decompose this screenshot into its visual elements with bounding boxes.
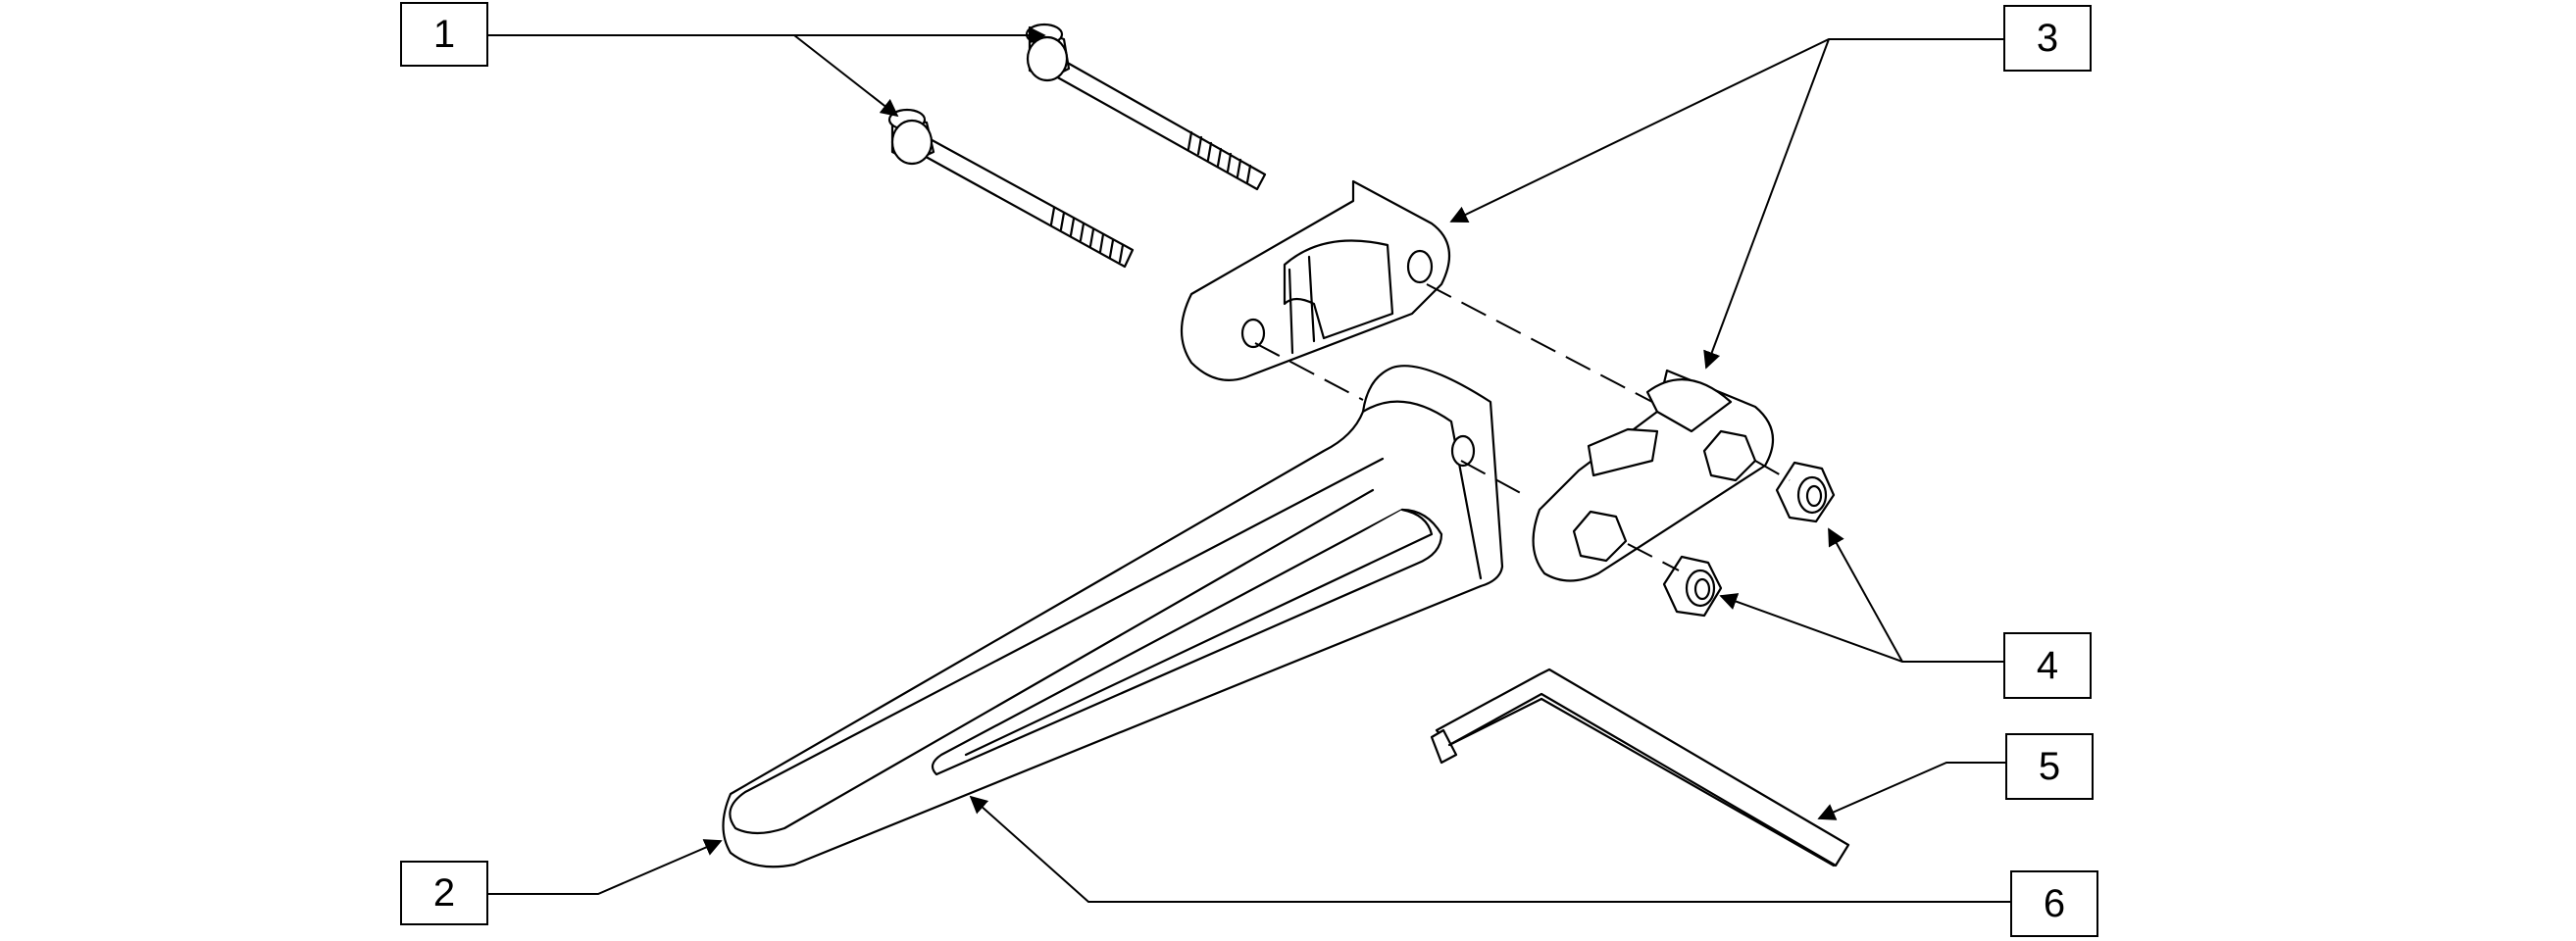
leader-lines <box>488 26 2010 903</box>
callout-4: 4 <box>2003 632 2092 699</box>
hex-nut-lower <box>1662 555 1723 618</box>
support-arm <box>722 365 1504 868</box>
hex-nut-upper <box>1775 461 1836 523</box>
clamp-half-upper <box>1181 179 1451 381</box>
callout-6: 6 <box>2010 870 2098 937</box>
callout-1: 1 <box>400 2 488 67</box>
bolt-upper <box>1025 23 1267 191</box>
clamp-half-lower <box>1532 369 1775 582</box>
callout-2: 2 <box>400 861 488 925</box>
callout-5: 5 <box>2005 733 2094 800</box>
bolt-lower <box>887 108 1135 269</box>
assembly-axes <box>1254 283 1791 571</box>
hex-key <box>1430 668 1850 867</box>
callout-3: 3 <box>2003 5 2092 72</box>
